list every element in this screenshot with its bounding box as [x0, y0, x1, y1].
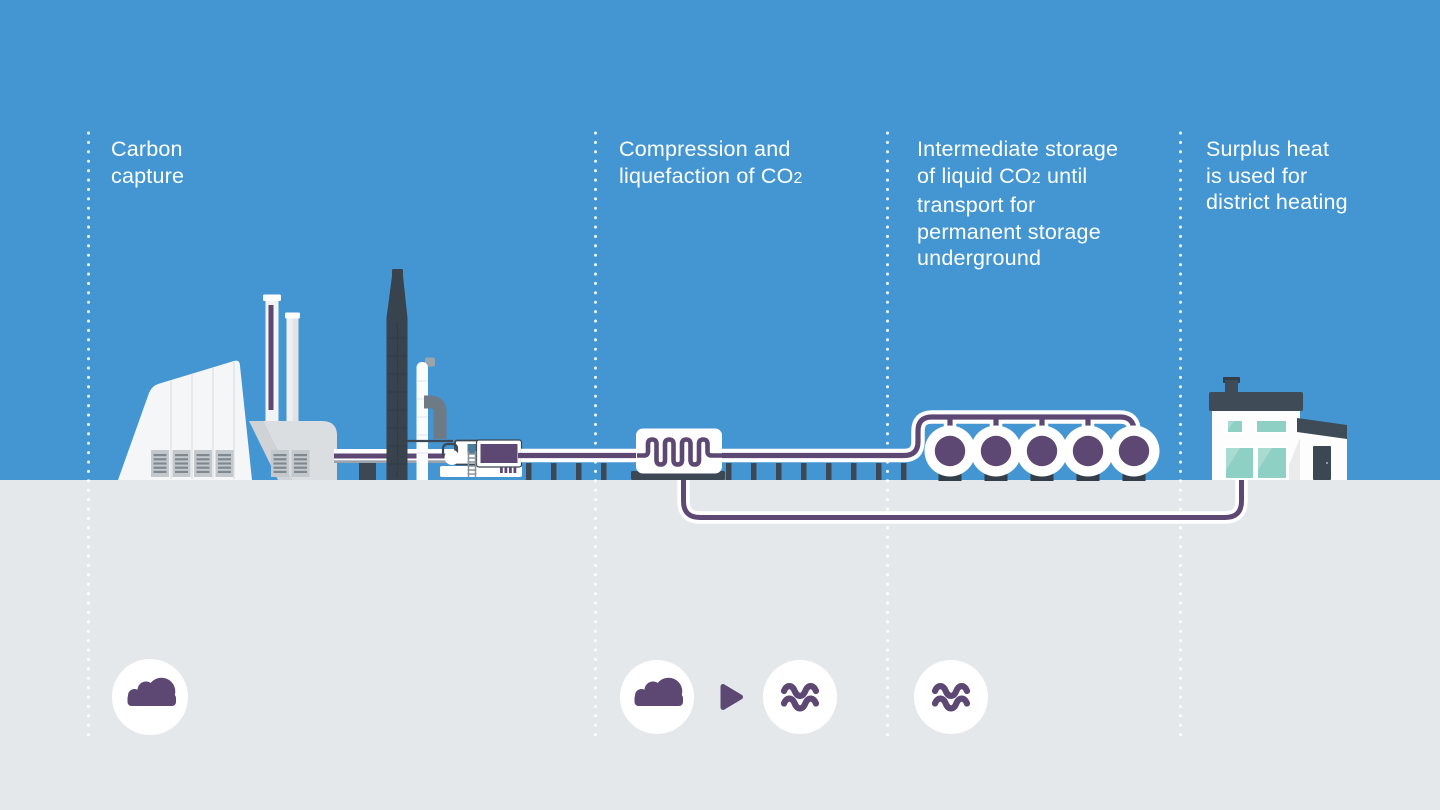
liquid-waves-icon — [914, 660, 988, 734]
factory-chimneys — [263, 294, 300, 424]
title-text: until transport for permanent storage un… — [917, 163, 1101, 271]
title-text: Intermediate storage of liquid CO — [917, 137, 1119, 188]
storage-tank — [1108, 425, 1160, 481]
panel-title-district-heating: Surplus heat is used for district heatin… — [1206, 136, 1348, 219]
liquid-waves-icon — [763, 660, 837, 734]
factory-vents — [151, 450, 310, 477]
co2-cloud-icon — [112, 659, 188, 735]
title-subscript: 2 — [793, 169, 803, 187]
underground-pipe — [677, 470, 1248, 524]
storage-tank — [1062, 425, 1114, 481]
house-roof — [1209, 392, 1303, 411]
panel-title-compression: Compression and liquefaction of CO2 — [619, 136, 803, 192]
title-subscript: 2 — [1031, 169, 1041, 187]
house-windows — [1223, 419, 1289, 480]
liquefaction-equipment — [407, 439, 523, 477]
gas-duct — [424, 395, 447, 439]
storage-tank — [970, 425, 1022, 481]
title-text: Carbon capture — [111, 137, 185, 188]
annex-door — [1313, 446, 1331, 480]
panel-title-intermediate-storage: Intermediate storage of liquid CO2 until… — [917, 136, 1118, 272]
title-text: Compression and liquefaction of CO — [619, 137, 794, 188]
co2-cloud-icon — [620, 660, 694, 734]
absorber-tower — [386, 269, 408, 480]
arrow-right-icon — [720, 684, 743, 710]
capture-plant-illustration — [118, 269, 523, 480]
compressor-unit — [631, 428, 725, 480]
house-annex — [1297, 418, 1347, 480]
district-heating-house — [1209, 377, 1347, 480]
section-divider-lines — [87, 131, 1182, 739]
panel-title-carbon-capture: Carbon capture — [111, 136, 184, 192]
factory-hall-panel-lines — [170, 362, 235, 479]
process-icons — [112, 659, 988, 735]
annex-roof — [1297, 418, 1347, 439]
pipeline-supports — [526, 463, 907, 480]
ground-background — [0, 480, 1440, 810]
cooling-coil — [637, 437, 722, 467]
storage-tank — [1016, 425, 1068, 481]
storage-tank — [924, 425, 976, 481]
storage-tanks — [924, 425, 1160, 481]
ladder — [467, 451, 477, 477]
title-text: Surplus heat is used for district heatin… — [1206, 137, 1348, 214]
